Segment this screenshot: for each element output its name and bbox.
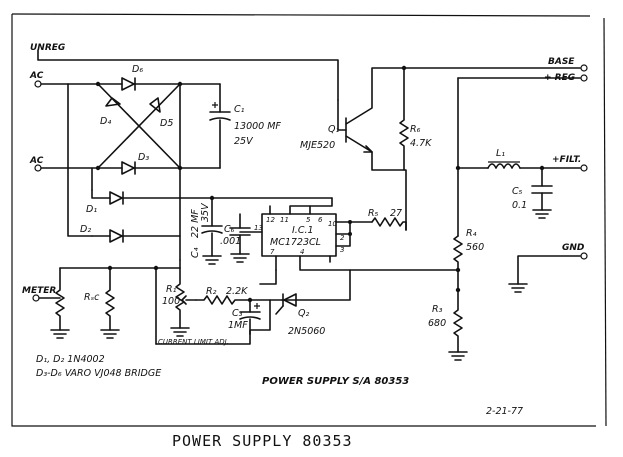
label-q1-part: MJE520 — [300, 140, 335, 151]
ic-pin-13: 13 — [254, 224, 263, 232]
label-r1-name: R₁ — [166, 284, 177, 295]
capacitor-c4 — [201, 197, 223, 265]
terminal-plus-reg — [457, 74, 588, 237]
ac-input-bottom — [34, 164, 69, 172]
note-line1: D₁, D₂ 1N4002 — [36, 354, 105, 365]
resistor-rsc — [100, 267, 120, 339]
sheet-border — [11, 13, 607, 427]
label-meter: METER — [22, 286, 56, 296]
label-c5-value: 0.1 — [512, 200, 527, 211]
terminal-gnd — [508, 252, 588, 293]
label-q2-name: Q₂ — [298, 308, 309, 319]
resistor-r3 — [448, 289, 468, 361]
diode-d1 — [91, 167, 333, 205]
terminal-meter — [32, 294, 61, 302]
capacitor-c5 — [531, 167, 553, 219]
label-r4-value: 560 — [466, 242, 484, 253]
label-c6-value: .001 — [220, 236, 241, 247]
label-d4: D₄ — [100, 116, 111, 127]
capacitor-c6 — [229, 213, 251, 263]
terminal-base — [580, 64, 588, 72]
label-d6: D₆ — [132, 64, 143, 75]
ic-pin-5: 5 — [306, 216, 311, 224]
drawing-date: 2-21-77 — [486, 406, 523, 417]
diode-d6 — [97, 77, 181, 91]
capacitor-c1 — [209, 83, 231, 169]
label-rsc: Rₛc — [84, 292, 100, 303]
label-r1-value: 100 — [162, 296, 180, 307]
ic-pin-10: 10 — [328, 220, 337, 228]
resistor-meter — [50, 267, 70, 339]
label-q2-part: 2N5060 — [288, 326, 325, 337]
label-d2: D₂ — [80, 224, 91, 235]
diode-d2 — [91, 229, 181, 243]
inductor-l1 — [457, 161, 588, 172]
label-r5-name: R₅ — [368, 208, 379, 219]
label-d3: D₃ — [138, 152, 149, 163]
label-q1-name: Q₁ — [328, 124, 339, 135]
ic-pin-3: 3 — [340, 246, 344, 254]
label-ic-name: I.C.1 — [292, 225, 314, 236]
scr-q2 — [249, 269, 351, 335]
label-r6-value: 4.7K — [410, 138, 432, 149]
ic-pin-6: 6 — [318, 216, 323, 224]
ic-pin-12: 12 — [266, 216, 275, 224]
ic-pin-2: 2 — [340, 234, 345, 242]
label-plus-reg: + REG — [544, 73, 575, 83]
label-c1-name: C₁ — [234, 104, 245, 115]
label-c1-voltage: 25V — [234, 136, 254, 147]
transistor-q1 — [337, 67, 581, 153]
label-r3-name: R₃ — [432, 304, 443, 315]
label-c3-name: C₃ — [232, 308, 243, 319]
bridge-rectifier — [67, 77, 221, 261]
ic-pin-4: 4 — [300, 248, 304, 256]
label-r2-name: R₂ — [206, 286, 217, 297]
ic-pin-11: 11 — [280, 216, 289, 224]
label-d1: D₁ — [86, 204, 97, 215]
label-gnd: GND — [562, 243, 585, 253]
potentiometer-r1 — [170, 267, 197, 337]
label-l1: L₁ — [496, 148, 505, 159]
label-ac-top: AC — [29, 71, 44, 81]
unreg-rail — [37, 49, 339, 101]
resistor-r5 — [371, 217, 407, 227]
ac-input-top — [34, 80, 69, 88]
label-c4-name: C₄ — [190, 247, 201, 258]
label-c6-name: C₆ — [224, 224, 235, 235]
label-ac-bottom: AC — [29, 156, 44, 166]
label-c5-name: C₅ — [512, 186, 523, 197]
label-r5-value: 27 — [390, 208, 402, 219]
label-r3-value: 680 — [428, 318, 446, 329]
diode-d3 — [97, 161, 181, 175]
label-c4-value: 22 MF — [190, 209, 201, 238]
resistor-r4 — [453, 235, 463, 291]
label-plus-filt: +FILT. — [552, 155, 581, 165]
label-c4-voltage: 35V — [200, 202, 211, 222]
ic-pin-7: 7 — [270, 248, 275, 256]
label-ic-part: MC1723CL — [270, 237, 321, 248]
label-c3-value: 1MF — [228, 320, 248, 331]
label-d5: D5 — [160, 118, 173, 129]
label-c1-value: 13000 MF — [234, 121, 281, 132]
note-line2: D₃-D₆ VARO VJ048 BRIDGE — [36, 368, 161, 379]
label-unreg: UNREG — [30, 43, 65, 53]
label-r6-name: R₆ — [410, 124, 421, 135]
figure-caption: POWER SUPPLY 80353 — [172, 432, 353, 450]
label-current-limit-adj: CURRENT LIMIT ADJ. — [158, 338, 229, 346]
label-r4-name: R₄ — [466, 228, 477, 239]
resistor-r2 — [195, 295, 283, 305]
label-base: BASE — [548, 57, 575, 67]
capacitor-c3 — [239, 299, 261, 335]
title-block-text: POWER SUPPLY S/A 80353 — [262, 376, 409, 387]
ic-pin-numbers: 12 11 5 6 10 13 2 3 4 7 — [254, 216, 345, 256]
label-r2-value: 2.2K — [226, 286, 248, 297]
diode-d5 — [97, 83, 181, 169]
resistor-r6 — [399, 67, 409, 171]
